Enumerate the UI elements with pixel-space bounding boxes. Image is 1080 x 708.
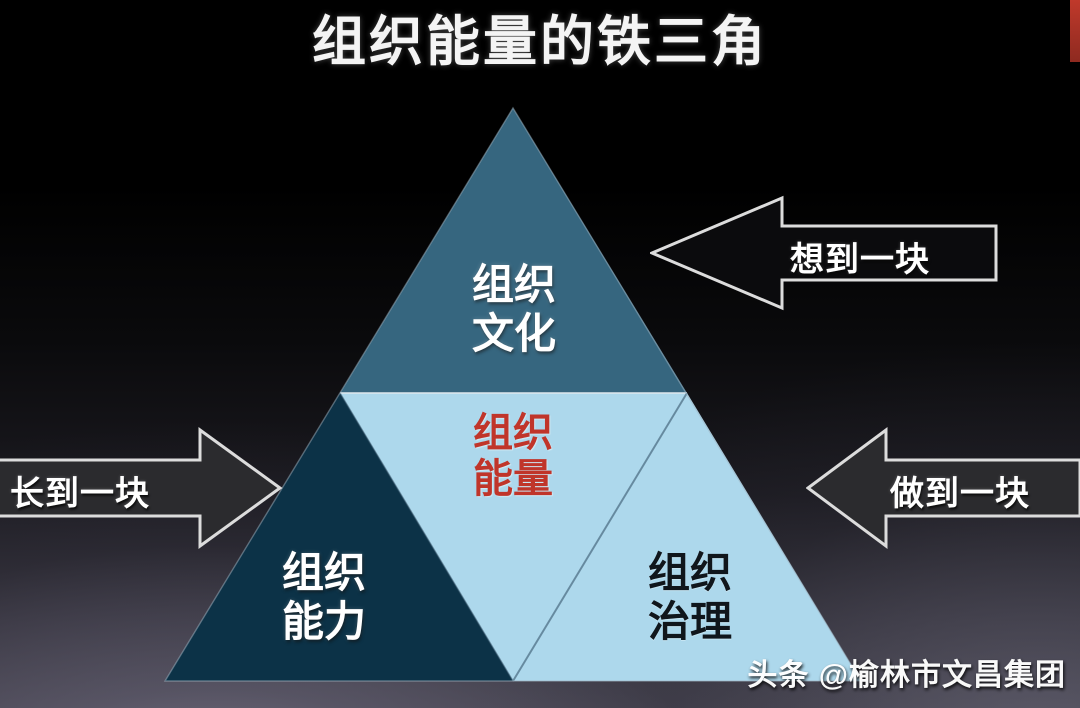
corner-accent-tab bbox=[1070, 0, 1080, 62]
arrow-right-shape bbox=[0, 427, 283, 549]
watermark-attribution: 头条 @榆林市文昌集团 bbox=[747, 659, 1066, 692]
title-backdrop-band bbox=[0, 0, 1080, 92]
triangle-section-energy[interactable] bbox=[340, 393, 687, 681]
triangle-section-capability[interactable] bbox=[165, 393, 513, 681]
divider-wedge-right bbox=[512, 392, 688, 682]
triangle-section-governance[interactable] bbox=[513, 393, 861, 681]
arrow-callout-think-together[interactable]: 想到一块 bbox=[650, 192, 998, 314]
arrow-left-shape bbox=[650, 195, 998, 311]
arrow-callout-grow-together[interactable]: 长到一块 bbox=[0, 424, 284, 552]
page-title: 组织能量的铁三角 bbox=[312, 12, 768, 72]
arrow-callout-do-together[interactable]: 做到一块 bbox=[806, 424, 1080, 552]
divider-wedge-left bbox=[339, 392, 514, 682]
arrow-left-shape-2 bbox=[806, 427, 1080, 549]
triangle-outline bbox=[163, 106, 863, 682]
triangle-section-culture[interactable] bbox=[340, 108, 687, 393]
